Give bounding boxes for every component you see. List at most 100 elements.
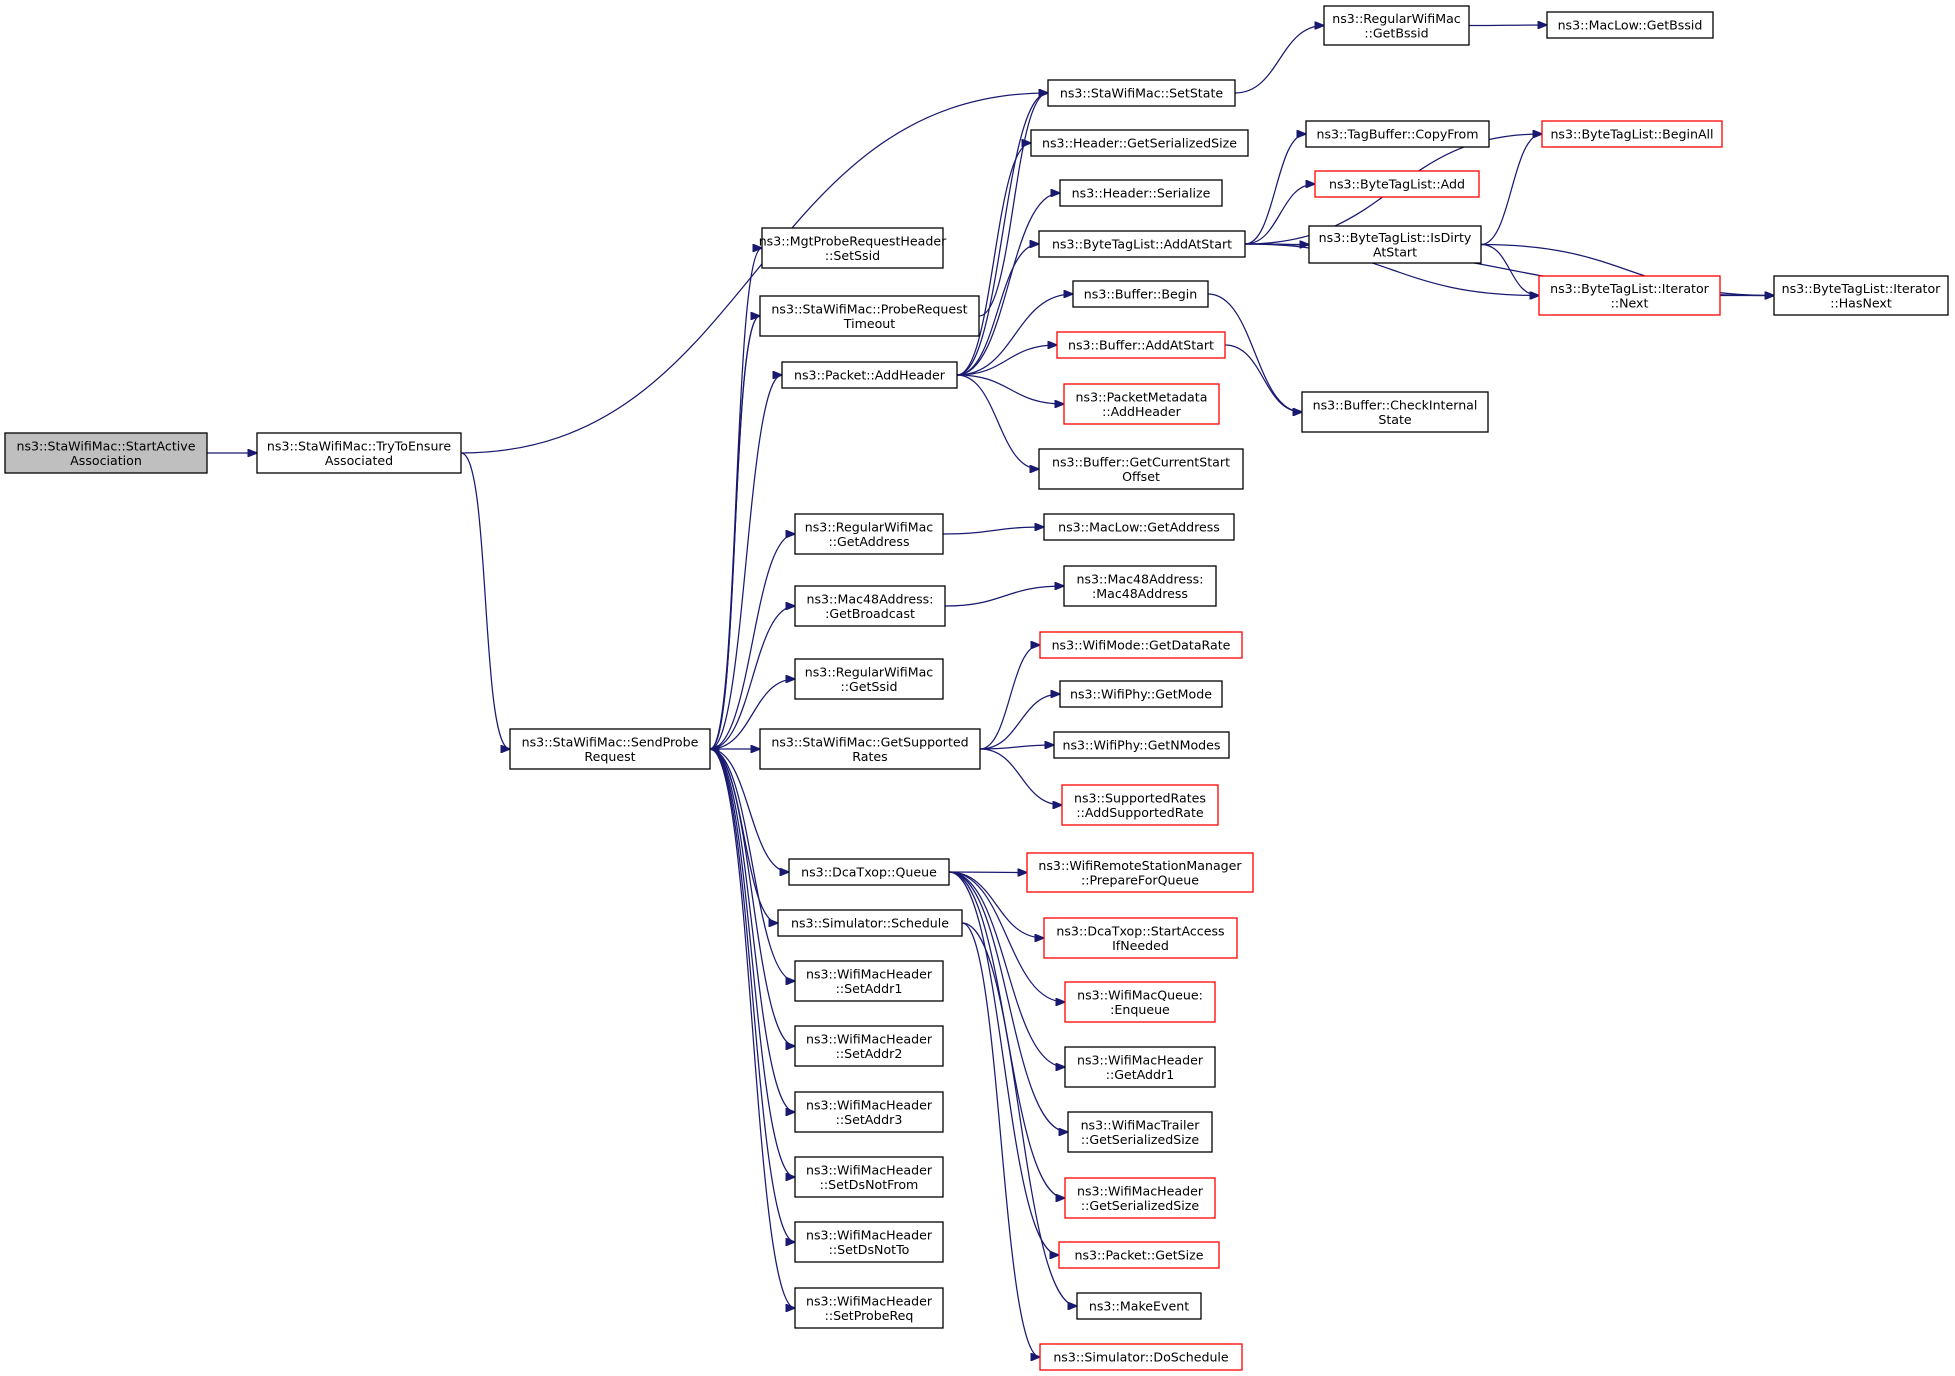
node-bytetaglist-add-at-start[interactable]: ns3::ByteTagList::AddAtStart	[1038, 230, 1246, 258]
node-packet-metadata-add-header[interactable]: ns3::PacketMetadata::AddHeader	[1063, 383, 1220, 425]
edge-send-probe-request-to-set-ds-not-to	[709, 748, 795, 1242]
node-simulator-do-schedule[interactable]: ns3::Simulator::DoSchedule	[1039, 1343, 1243, 1371]
node-box	[1538, 275, 1721, 316]
node-wifimacheader-get-serialized-size[interactable]: ns3::WifiMacHeader::GetSerializedSize	[1064, 1177, 1216, 1219]
node-supported-rates-add[interactable]: ns3::SupportedRates::AddSupportedRate	[1061, 784, 1219, 826]
node-label: ns3::WifiMacHeader	[806, 1097, 933, 1112]
node-box	[1546, 11, 1714, 39]
node-packet-get-size[interactable]: ns3::Packet::GetSize	[1058, 1241, 1220, 1269]
node-wifiphy-get-nmodes[interactable]: ns3::WifiPhy::GetNModes	[1053, 731, 1230, 759]
node-mac48-get-broadcast[interactable]: ns3::Mac48Address::GetBroadcast	[794, 585, 946, 627]
edge-get-supported-rates-to-supported-rates-add	[979, 748, 1062, 805]
node-label: ::AddHeader	[1102, 404, 1182, 419]
node-make-event[interactable]: ns3::MakeEvent	[1076, 1292, 1202, 1320]
node-box	[1038, 230, 1246, 258]
node-box	[1059, 179, 1223, 207]
node-label: Timeout	[843, 316, 896, 331]
node-label: ns3::WifiMode::GetDataRate	[1052, 638, 1231, 653]
node-label: ns3::ByteTagList::IsDirty	[1319, 230, 1472, 245]
edge-send-probe-request-to-set-addr3	[709, 748, 795, 1112]
edge-buffer-add-at-start-to-buffer-check-internal-state	[1224, 344, 1302, 412]
node-dcatxop-queue[interactable]: ns3::DcaTxop::Queue	[788, 858, 950, 886]
node-bytetaglist-iterator-has-next[interactable]: ns3::ByteTagList::Iterator::HasNext	[1773, 275, 1949, 316]
edge-mac48-get-broadcast-to-mac48-mac48address	[944, 586, 1064, 607]
node-buffer-begin[interactable]: ns3::Buffer::Begin	[1072, 280, 1209, 308]
node-maclow-get-bssid[interactable]: ns3::MacLow::GetBssid	[1546, 11, 1714, 39]
node-box	[1058, 1241, 1220, 1269]
node-label: :Enqueue	[1110, 1002, 1170, 1017]
node-box	[759, 295, 980, 337]
node-wifimode-get-data-rate[interactable]: ns3::WifiMode::GetDataRate	[1039, 631, 1243, 659]
edge-dcatxop-queue-to-wifimactrailer-get-serialized-size	[948, 871, 1068, 1132]
node-mgt-set-ssid[interactable]: ns3::MgtProbeRequestHeader::SetSsid	[759, 227, 947, 269]
node-box	[777, 909, 963, 937]
node-label: ::SetAddr1	[836, 981, 903, 996]
node-box	[794, 585, 946, 627]
node-prepare-for-queue[interactable]: ns3::WifiRemoteStationManager::PrepareFo…	[1026, 852, 1254, 893]
node-box	[1064, 1046, 1216, 1088]
node-label: Offset	[1122, 469, 1160, 484]
node-wifimactrailer-get-serialized-size[interactable]: ns3::WifiMacTrailer::GetSerializedSize	[1067, 1111, 1213, 1153]
node-box	[1061, 784, 1219, 826]
node-box	[794, 1287, 944, 1329]
node-label: ns3::ByteTagList::Add	[1329, 177, 1465, 192]
node-set-state[interactable]: ns3::StaWifiMac::SetState	[1047, 79, 1236, 107]
node-tagbuffer-copy-from[interactable]: ns3::TagBuffer::CopyFrom	[1305, 120, 1490, 148]
node-set-addr1[interactable]: ns3::WifiMacHeader::SetAddr1	[794, 960, 944, 1002]
node-bytetaglist-add[interactable]: ns3::ByteTagList::Add	[1314, 170, 1480, 198]
node-regular-get-address[interactable]: ns3::RegularWifiMac::GetAddress	[794, 513, 944, 555]
node-label: ::SetAddr2	[836, 1046, 903, 1061]
node-box	[1047, 79, 1236, 107]
node-label: ns3::StaWifiMac::GetSupported	[771, 734, 968, 749]
node-label: ns3::WifiMacTrailer	[1081, 1117, 1201, 1132]
node-label: ns3::RegularWifiMac	[805, 519, 934, 534]
node-label: Rates	[852, 749, 887, 764]
node-mac48-mac48address[interactable]: ns3::Mac48Address::Mac48Address	[1063, 565, 1217, 607]
node-maclow-get-address[interactable]: ns3::MacLow::GetAddress	[1043, 513, 1235, 541]
edge-packet-add-header-to-set-state	[956, 93, 1048, 376]
node-set-ds-not-from[interactable]: ns3::WifiMacHeader::SetDsNotFrom	[794, 1156, 944, 1198]
node-label: :GetBroadcast	[825, 606, 915, 621]
node-label: ::SetProbeReq	[825, 1308, 914, 1323]
node-regular-get-ssid[interactable]: ns3::RegularWifiMac::GetSsid	[794, 658, 944, 700]
node-header-serialize[interactable]: ns3::Header::Serialize	[1059, 179, 1223, 207]
node-set-ds-not-to[interactable]: ns3::WifiMacHeader::SetDsNotTo	[794, 1221, 944, 1263]
node-set-probe-req[interactable]: ns3::WifiMacHeader::SetProbeReq	[794, 1287, 944, 1329]
node-get-bssid-regular[interactable]: ns3::RegularWifiMac::GetBssid	[1323, 5, 1470, 46]
node-simulator-schedule[interactable]: ns3::Simulator::Schedule	[777, 909, 963, 937]
node-label: ::Next	[1611, 295, 1649, 310]
node-wifiphy-get-mode[interactable]: ns3::WifiPhy::GetMode	[1059, 680, 1223, 708]
node-box	[1056, 331, 1226, 359]
node-label: ns3::WifiMacHeader	[806, 1227, 933, 1242]
node-label: ns3::WifiMacHeader	[806, 1031, 933, 1046]
node-box	[794, 960, 944, 1002]
edge-regular-get-address-to-maclow-get-address	[942, 527, 1044, 535]
node-label: ns3::WifiMacHeader	[1077, 1183, 1204, 1198]
edge-probe-request-timeout-to-send-probe-request	[710, 315, 761, 749]
node-bytetaglist-iterator-next[interactable]: ns3::ByteTagList::Iterator::Next	[1538, 275, 1721, 316]
node-set-addr2[interactable]: ns3::WifiMacHeader::SetAddr2	[794, 1025, 944, 1067]
node-box	[1072, 280, 1209, 308]
node-bytetaglist-begin-all[interactable]: ns3::ByteTagList::BeginAll	[1541, 120, 1723, 148]
node-label: ns3::Buffer::AddAtStart	[1068, 338, 1214, 353]
node-packet-add-header[interactable]: ns3::Packet::AddHeader	[781, 361, 958, 389]
node-label: :Mac48Address	[1092, 586, 1188, 601]
node-wifimacqueue-enqueue[interactable]: ns3::WifiMacQueue::Enqueue	[1064, 981, 1216, 1023]
edge-try-to-ensure-associated-to-send-probe-request	[460, 452, 510, 749]
node-header-get-serialized-size[interactable]: ns3::Header::GetSerializedSize	[1030, 129, 1249, 157]
node-buffer-add-at-start[interactable]: ns3::Buffer::AddAtStart	[1056, 331, 1226, 359]
node-box	[1773, 275, 1949, 316]
node-label: ns3::WifiPhy::GetMode	[1070, 687, 1212, 702]
node-set-addr3[interactable]: ns3::WifiMacHeader::SetAddr3	[794, 1091, 944, 1133]
node-wifimacheader-get-addr1[interactable]: ns3::WifiMacHeader::GetAddr1	[1064, 1046, 1216, 1088]
node-label: Request	[584, 749, 635, 764]
